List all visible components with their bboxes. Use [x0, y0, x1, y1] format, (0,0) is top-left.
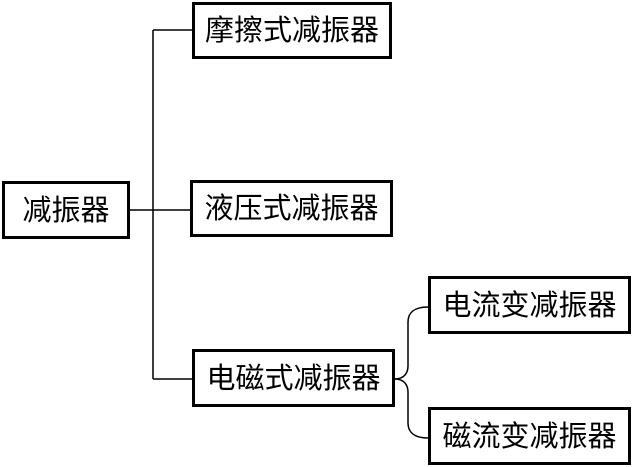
node-magnetorheological-damper: 磁流变减振器	[428, 407, 631, 465]
node-friction-damper-label: 摩擦式减振器	[204, 13, 379, 47]
node-magnetorheological-damper-label: 磁流变减振器	[442, 418, 617, 453]
node-electrorheological-damper-label: 电流变减振器	[442, 287, 617, 322]
node-electrorheological-damper: 电流变减振器	[428, 276, 631, 334]
node-shock-absorber: 减振器	[2, 181, 130, 239]
brace-lower	[394, 378, 429, 439]
node-electromagnetic-damper-label: 电磁式减振器	[206, 360, 381, 395]
node-shock-absorber-label: 减振器	[22, 192, 110, 227]
node-electromagnetic-damper: 电磁式减振器	[192, 349, 395, 407]
node-friction-damper: 摩擦式减振器	[192, 2, 392, 59]
node-hydraulic-damper-label: 液压式减振器	[204, 191, 379, 225]
brace-upper	[394, 306, 429, 380]
node-hydraulic-damper: 液压式减振器	[190, 180, 393, 237]
